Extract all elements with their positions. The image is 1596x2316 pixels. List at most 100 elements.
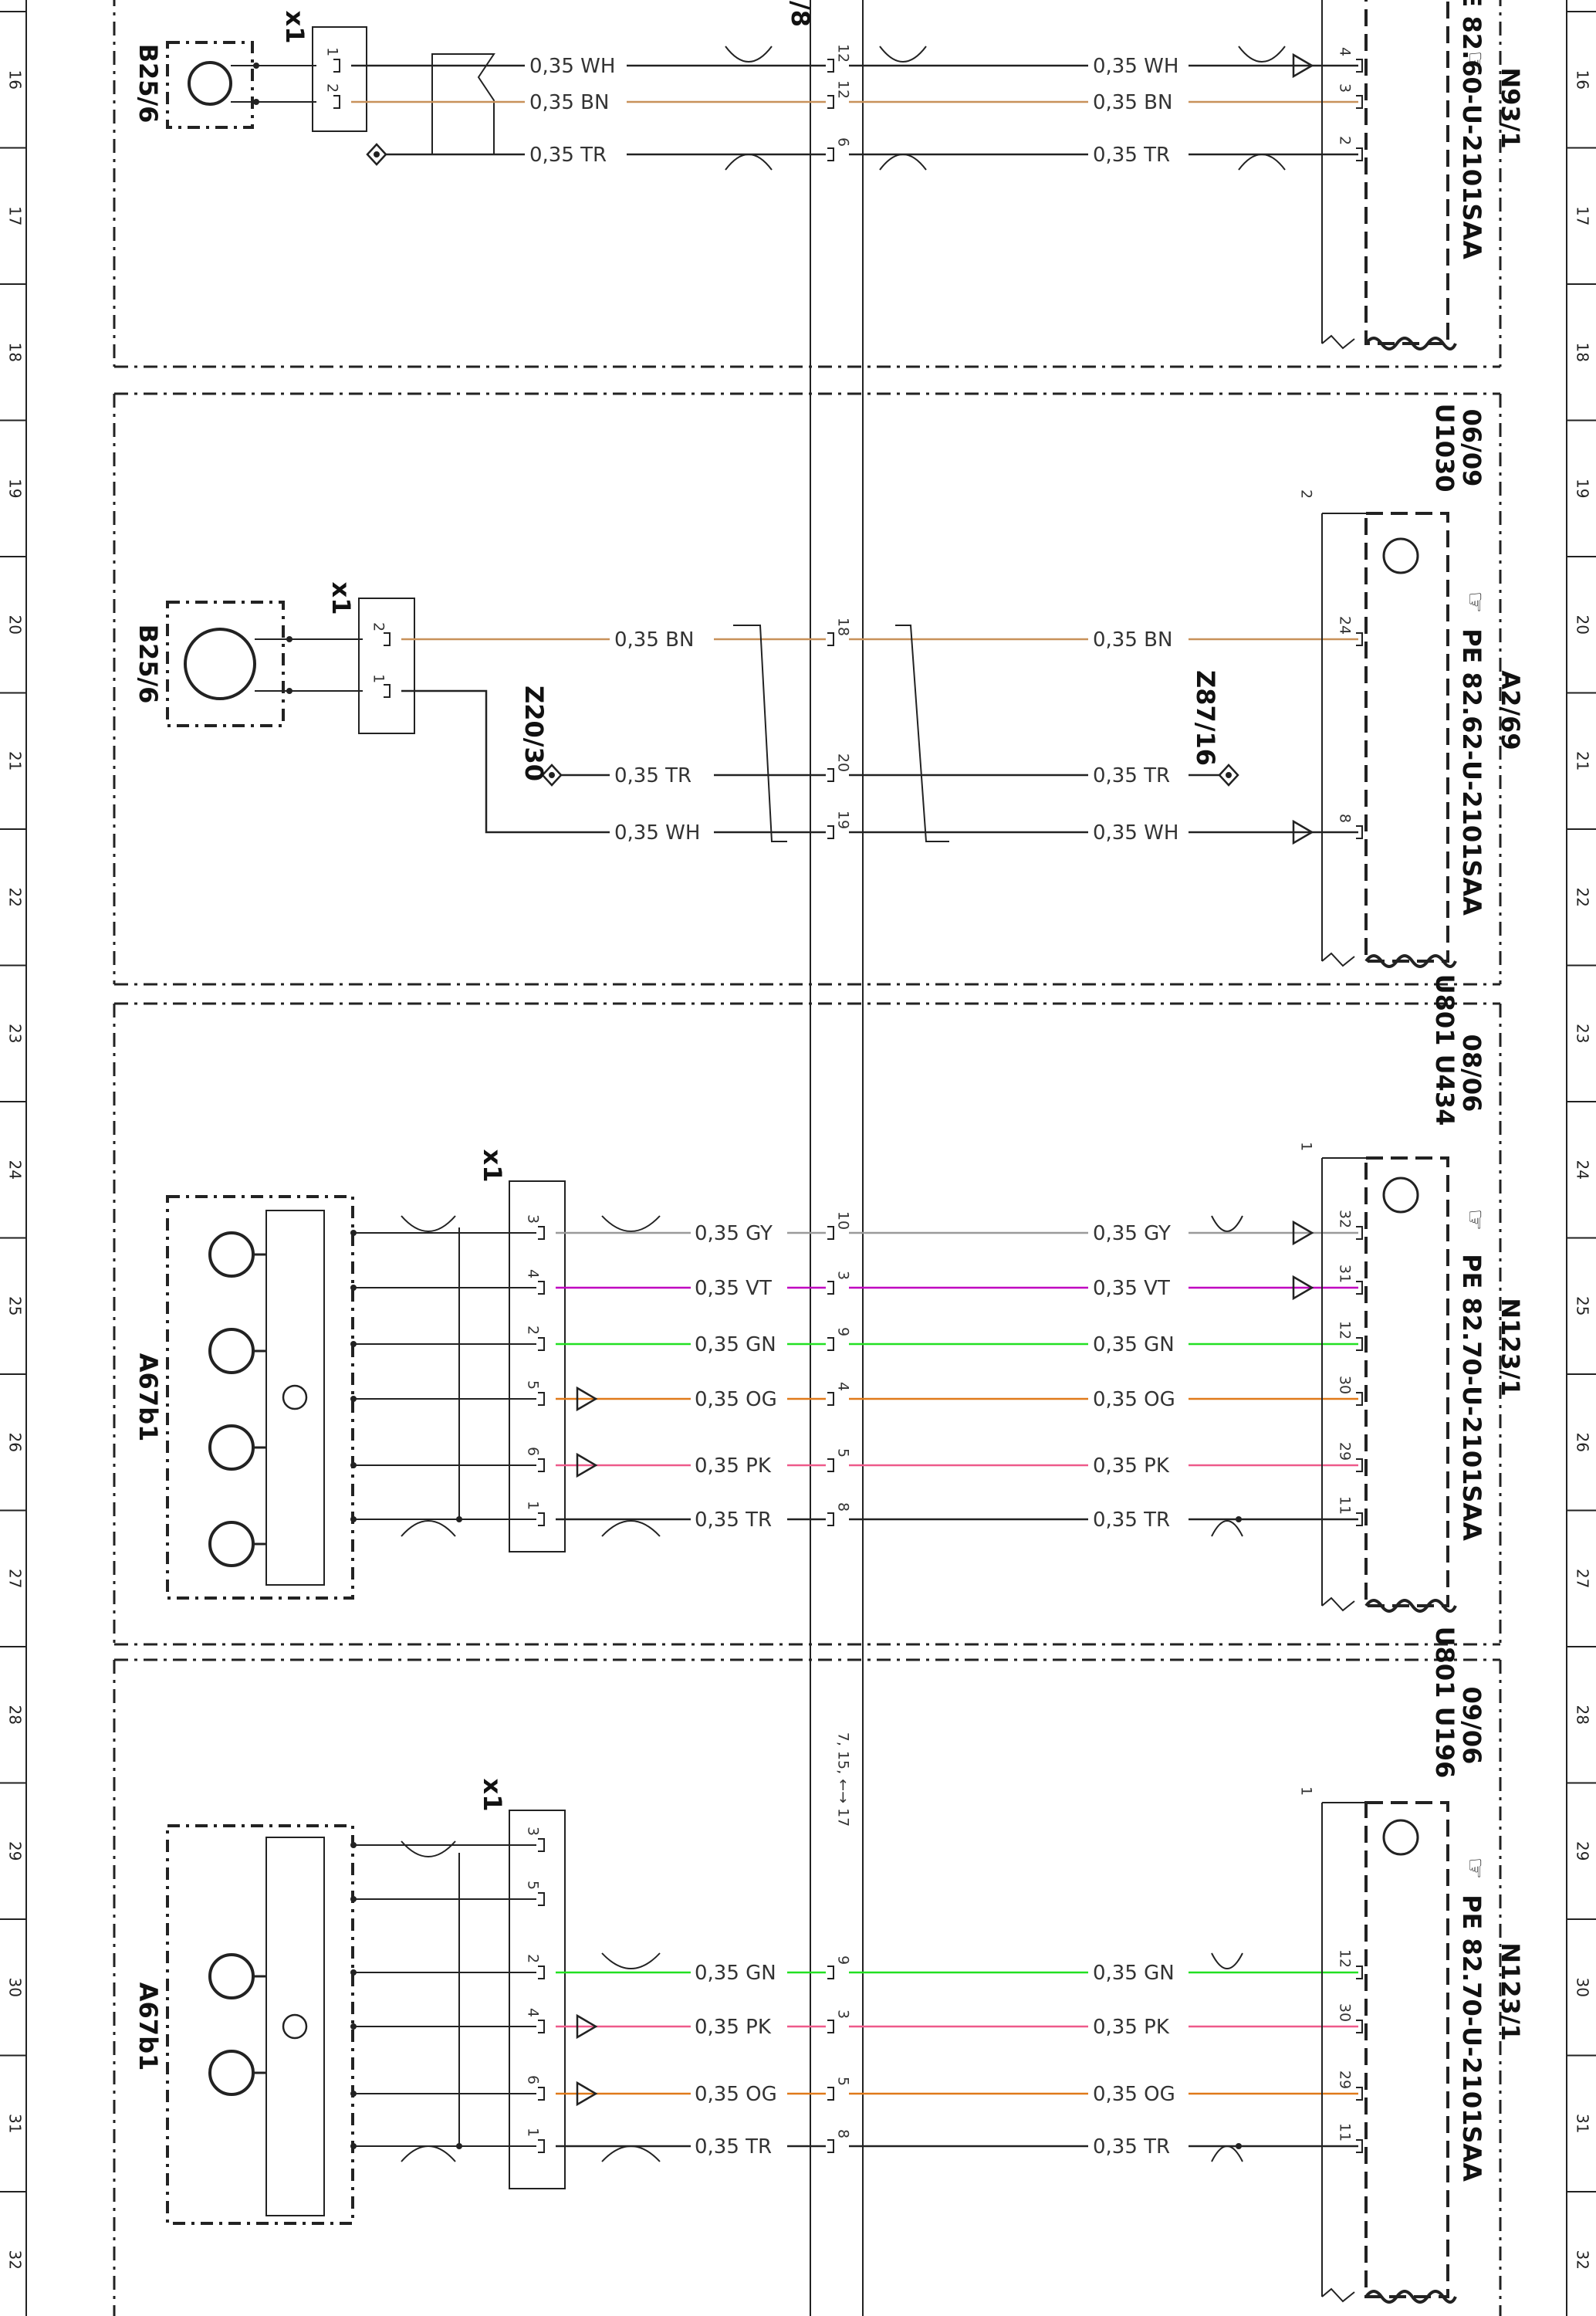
sensor-label: A67b1 (134, 1353, 163, 1441)
sensor-symbol (208, 1231, 255, 1278)
wire-label-right: 0,35 WH (1093, 55, 1178, 78)
code-ref: U801 U434 (1430, 974, 1459, 1126)
ruler-number: 16 (1574, 70, 1592, 90)
date-ref: 09/06 (1457, 1687, 1486, 1765)
arrow-marker (576, 2081, 598, 2107)
ecu-dashed-border (1364, 1156, 1449, 1607)
ecu-box (1321, 1801, 1457, 2304)
ecu-dashed-border (1364, 0, 1449, 345)
pin-mark (1356, 825, 1363, 839)
sensor-outline (166, 1824, 354, 2225)
pin-mark (827, 59, 834, 73)
ground-dot (374, 151, 380, 157)
hand-icon: ☞ (1461, 591, 1490, 614)
sensor-symbol (184, 628, 256, 700)
wire-label-right: 0,35 BN (1093, 91, 1172, 114)
ecu-pin-number: 11 (1337, 1496, 1354, 1515)
pin-mark (538, 1226, 545, 1240)
pin-mark (827, 2020, 834, 2033)
sensor-module (265, 1837, 325, 2216)
ruler-number: 23 (6, 1024, 25, 1043)
ecu-label: A2/69 (1496, 670, 1525, 750)
ecu-pin-number: 12 (1337, 1321, 1354, 1339)
arrow-marker (576, 1452, 598, 1478)
sensor-outline (166, 1195, 354, 1600)
pin-mark (827, 1966, 834, 1979)
ecu-wavy-edge (1364, 1599, 1457, 1613)
mid-pin-number: 3 (835, 1271, 852, 1280)
mid-pin-number: 9 (835, 1327, 852, 1336)
pin-mark (827, 2139, 834, 2153)
twist-bracket (401, 1840, 456, 2162)
junction-dot (456, 2143, 462, 2149)
connector-pin-number: 5 (525, 1881, 542, 1890)
ecu-pin-number: 2 (1337, 136, 1354, 145)
sensor-label: A67b1 (134, 1982, 163, 2071)
ecu-pin-number: 30 (1337, 2003, 1354, 2022)
pin-mark (1356, 59, 1363, 73)
mid-pin-number: 12 (835, 44, 852, 63)
connector-pin-number: 2 (525, 1326, 542, 1335)
pin-mark (827, 147, 834, 161)
mid-pin-number: 4 (835, 1382, 852, 1391)
wire-label-right: 0,35 PK (1093, 1454, 1170, 1478)
connector-pin-number: 1 (525, 1501, 542, 1510)
connector-pin-number: 2 (525, 1954, 542, 1963)
ecu-label: N93/1 (1496, 67, 1525, 148)
connector-pin-number: 1 (525, 2128, 542, 2137)
wire-label-right: 0,35 VT (1093, 1277, 1170, 1300)
ecu-pin-number: 30 (1337, 1376, 1354, 1394)
transistor-icon (282, 2013, 308, 2040)
twist-bracket (601, 1215, 661, 1537)
ruler-number: 20 (6, 615, 25, 635)
ecu-break-mark (1321, 2287, 1355, 2303)
wire-label-right: 0,35 GN (1093, 1962, 1175, 1985)
ecu-wavy-edge (1364, 337, 1457, 350)
wire-label-left: 0,35 TR (695, 1508, 772, 1532)
arrow-marker (1292, 1275, 1314, 1301)
code-ref: U1030 (1430, 403, 1459, 492)
connector-label: x1 (478, 1150, 507, 1183)
transistor-icon (1382, 537, 1419, 574)
ruler-number: 25 (1574, 1296, 1592, 1315)
ecu-label: N123/1 (1496, 1942, 1525, 2041)
pin-mark (1356, 1337, 1363, 1351)
pin-mark (827, 825, 834, 839)
wire-label-left: 0,35 TR (529, 144, 607, 167)
ecu-box (1321, 1156, 1457, 1613)
code-ref: U801 U196 (1430, 1627, 1459, 1779)
pin-mark (538, 1458, 545, 1472)
sensor-module (265, 1210, 325, 1586)
twist-bracket (1211, 1215, 1243, 1537)
twist-bracket (401, 1215, 456, 1537)
arrow-marker (1292, 1220, 1314, 1246)
ruler-number: 18 (1574, 343, 1592, 362)
ruler-number: 31 (6, 2114, 25, 2133)
connector-pin-number: 3 (525, 1214, 542, 1224)
pin-mark (827, 95, 834, 109)
twist-bracket (601, 1952, 661, 2162)
pin-mark (538, 1966, 545, 1979)
twist-mark (895, 625, 949, 842)
pin-mark (538, 1392, 545, 1406)
ecu-pin-number: 11 (1337, 2123, 1354, 2142)
ecu-pin-group-number: 1 (1298, 1786, 1315, 1796)
connector-pin-number: 4 (525, 1269, 542, 1278)
pin-mark (384, 684, 391, 698)
pin-mark (333, 95, 340, 109)
pin-mark (1356, 2020, 1363, 2033)
pin-mark (538, 1337, 545, 1351)
connector-pin-number: 4 (525, 2008, 542, 2017)
ruler-number: 22 (1574, 888, 1592, 907)
ecu-break-mark (1321, 952, 1355, 967)
ruler-number: 26 (1574, 1433, 1592, 1452)
ground-label: Z87/16 (1191, 670, 1220, 766)
connector-body (358, 598, 415, 734)
wire-left (401, 689, 610, 834)
pin-mark (333, 59, 340, 73)
wire-label-left: 0,35 BN (614, 628, 694, 652)
twist-bracket (1211, 1952, 1243, 2162)
